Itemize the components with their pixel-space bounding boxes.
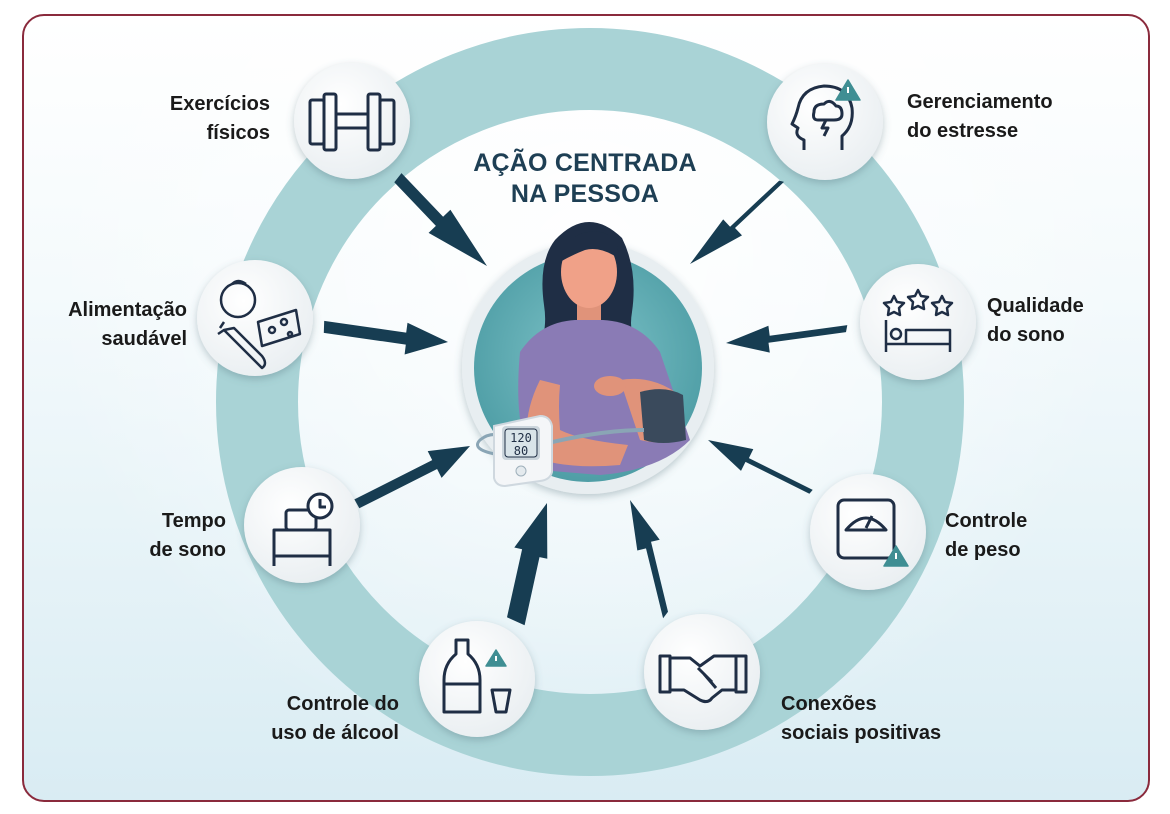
title-line-1: AÇÃO CENTRADA (473, 149, 697, 177)
label-stress-line2: do estresse (907, 120, 1019, 142)
scale-warning-icon (836, 498, 909, 567)
arrow-stress (690, 180, 784, 264)
social-icon-circle (644, 614, 760, 730)
arrow-social (630, 500, 668, 619)
label-stress-line1: Gerenciamento (907, 91, 1053, 113)
handshake-icon (658, 654, 748, 704)
arrow-food (323, 320, 448, 355)
stress-icon-circle (767, 64, 883, 180)
label-sleep-time-line1: Tempo (161, 510, 226, 532)
exercise-icon-circle (294, 63, 410, 179)
label-exercise-line1: Exercícios (169, 93, 270, 115)
label-alcohol-line1: Controle do (286, 693, 399, 715)
label-alcohol: Controle do uso de álcool (271, 690, 399, 748)
arrow-weight (708, 440, 813, 494)
diastolic-reading: 80 (514, 444, 528, 458)
healthy-food-icon (217, 279, 302, 370)
bottle-glass-warning-icon (442, 638, 512, 714)
label-sleep-time-line2: de sono (149, 539, 226, 561)
label-weight-line1: Controle (945, 510, 1028, 532)
label-weight: Controle de peso (945, 507, 1027, 565)
arrow-sleep-quality (726, 325, 848, 353)
alcohol-icon-circle (419, 621, 535, 737)
arrow-exercise (394, 173, 487, 266)
sleep-quality-icon-circle (860, 264, 976, 380)
label-food-line1: Alimentação (68, 299, 187, 321)
label-exercise: Exercícios físicos (170, 90, 270, 148)
label-social-line1: Conexões (781, 693, 877, 715)
blood-pressure-monitor: 120 80 (493, 414, 553, 488)
arrow-alcohol (507, 503, 548, 626)
bed-stars-icon (882, 288, 954, 352)
label-social: Conexões sociais positivas (781, 690, 941, 748)
diagram-title: AÇÃO CENTRADA NA PESSOA (420, 148, 750, 210)
label-weight-line2: de peso (945, 539, 1021, 561)
label-social-line2: sociais positivas (781, 722, 942, 744)
arrow-sleep-time (354, 446, 470, 509)
head-storm-warning-icon (790, 79, 861, 150)
label-stress: Gerenciamento do estresse (907, 88, 1053, 146)
bed-clock-icon (272, 492, 334, 566)
factor-icons (197, 63, 976, 737)
label-exercise-line2: físicos (206, 122, 270, 144)
dumbbell-icon (308, 92, 396, 152)
title-line-2: NA PESSOA (510, 180, 660, 208)
label-food-line2: saudável (101, 328, 187, 350)
sleep-time-icon-circle (244, 467, 360, 583)
label-sleep-quality-line1: Qualidade (987, 295, 1084, 317)
systolic-reading: 120 (510, 431, 532, 445)
label-sleep-quality-line2: do sono (987, 324, 1065, 346)
weight-icon-circle (810, 474, 926, 590)
label-sleep-quality: Qualidade do sono (987, 292, 1084, 350)
food-icon-circle (197, 260, 313, 376)
label-food: Alimentação saudável (68, 296, 187, 354)
label-alcohol-line2: uso de álcool (271, 722, 399, 744)
label-sleep-time: Tempo de sono (149, 507, 226, 565)
arrows (323, 173, 848, 626)
teal-ring (216, 28, 964, 776)
